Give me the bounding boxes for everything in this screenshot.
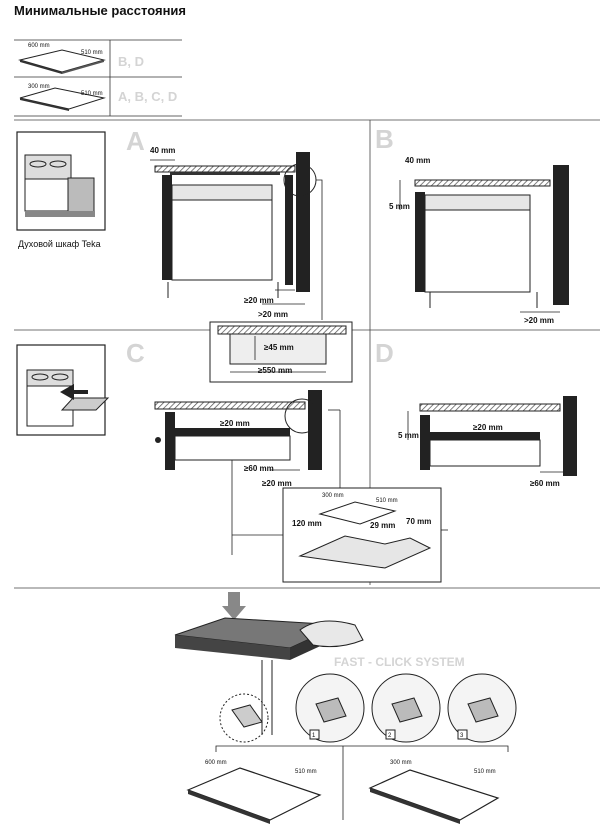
row2-letters: A, B, C, D [118,89,177,104]
row1-width: 600 mm [28,43,50,49]
cutout-d: 510 mm [376,498,398,504]
panel-c-gap1: ≥60 mm [244,464,274,473]
detail-d1: ≥45 mm [264,343,294,352]
panel-c-gap2: ≥20 mm [262,479,292,488]
panel-d-drawing: D [375,338,577,476]
step-1: 1 [312,733,316,739]
panel-b-drawing: B [375,124,569,313]
row1-letters: B, D [118,54,144,69]
step-3: 3 [460,733,464,739]
detail-d2: ≥550 mm [258,366,292,375]
cutout-a: 120 mm [292,519,322,528]
fastclick-illustration [174,592,517,743]
step-2: 2 [388,733,392,739]
panel-d-top: ≥20 mm [473,423,503,432]
oven-caption: Духовой шкаф Teka [18,239,101,249]
cutout-w: 300 mm [322,493,344,499]
bottom-right-width: 300 mm [390,760,412,766]
row1-depth: 510 mm [81,50,103,56]
panel-b-gap: >20 mm [524,316,554,325]
row2-width: 300 mm [28,84,50,90]
detail-box [209,321,353,383]
panel-d-side: 5 mm [398,431,419,440]
panel-c-top: ≥20 mm [220,419,250,428]
oven-illustration [16,131,106,231]
panel-d-gap: ≥60 mm [530,479,560,488]
cutout-c: 70 mm [406,517,431,526]
panel-b-side: 5 mm [389,202,410,211]
row2-depth: 510 mm [81,91,103,97]
panel-a-drawing: A [126,126,323,320]
fastclick-label: FAST - CLICK SYSTEM [334,655,465,669]
oven-open-illustration [16,344,110,436]
panel-c-letter: C [126,338,145,368]
bottom-left-width: 600 mm [205,760,227,766]
bottom-right-depth: 510 mm [474,769,496,775]
cutout-box [232,487,448,583]
panel-b-top: 40 mm [405,156,430,165]
panel-b-letter: B [375,124,394,154]
bottom-left-depth: 510 mm [295,769,317,775]
panel-a-gap2: >20 mm [258,310,288,319]
dimension-table [14,39,182,117]
panel-a-letter: A [126,126,145,156]
page-title: Минимальные расстояния [14,3,186,18]
bottom-hobs [186,745,509,824]
cutout-b: 29 mm [370,521,395,530]
panel-a-top: 40 mm [150,146,175,155]
panel-d-letter: D [375,338,394,368]
panel-a-gap1: ≥20 mm [244,296,274,305]
panel-c-drawing: C [126,338,341,555]
